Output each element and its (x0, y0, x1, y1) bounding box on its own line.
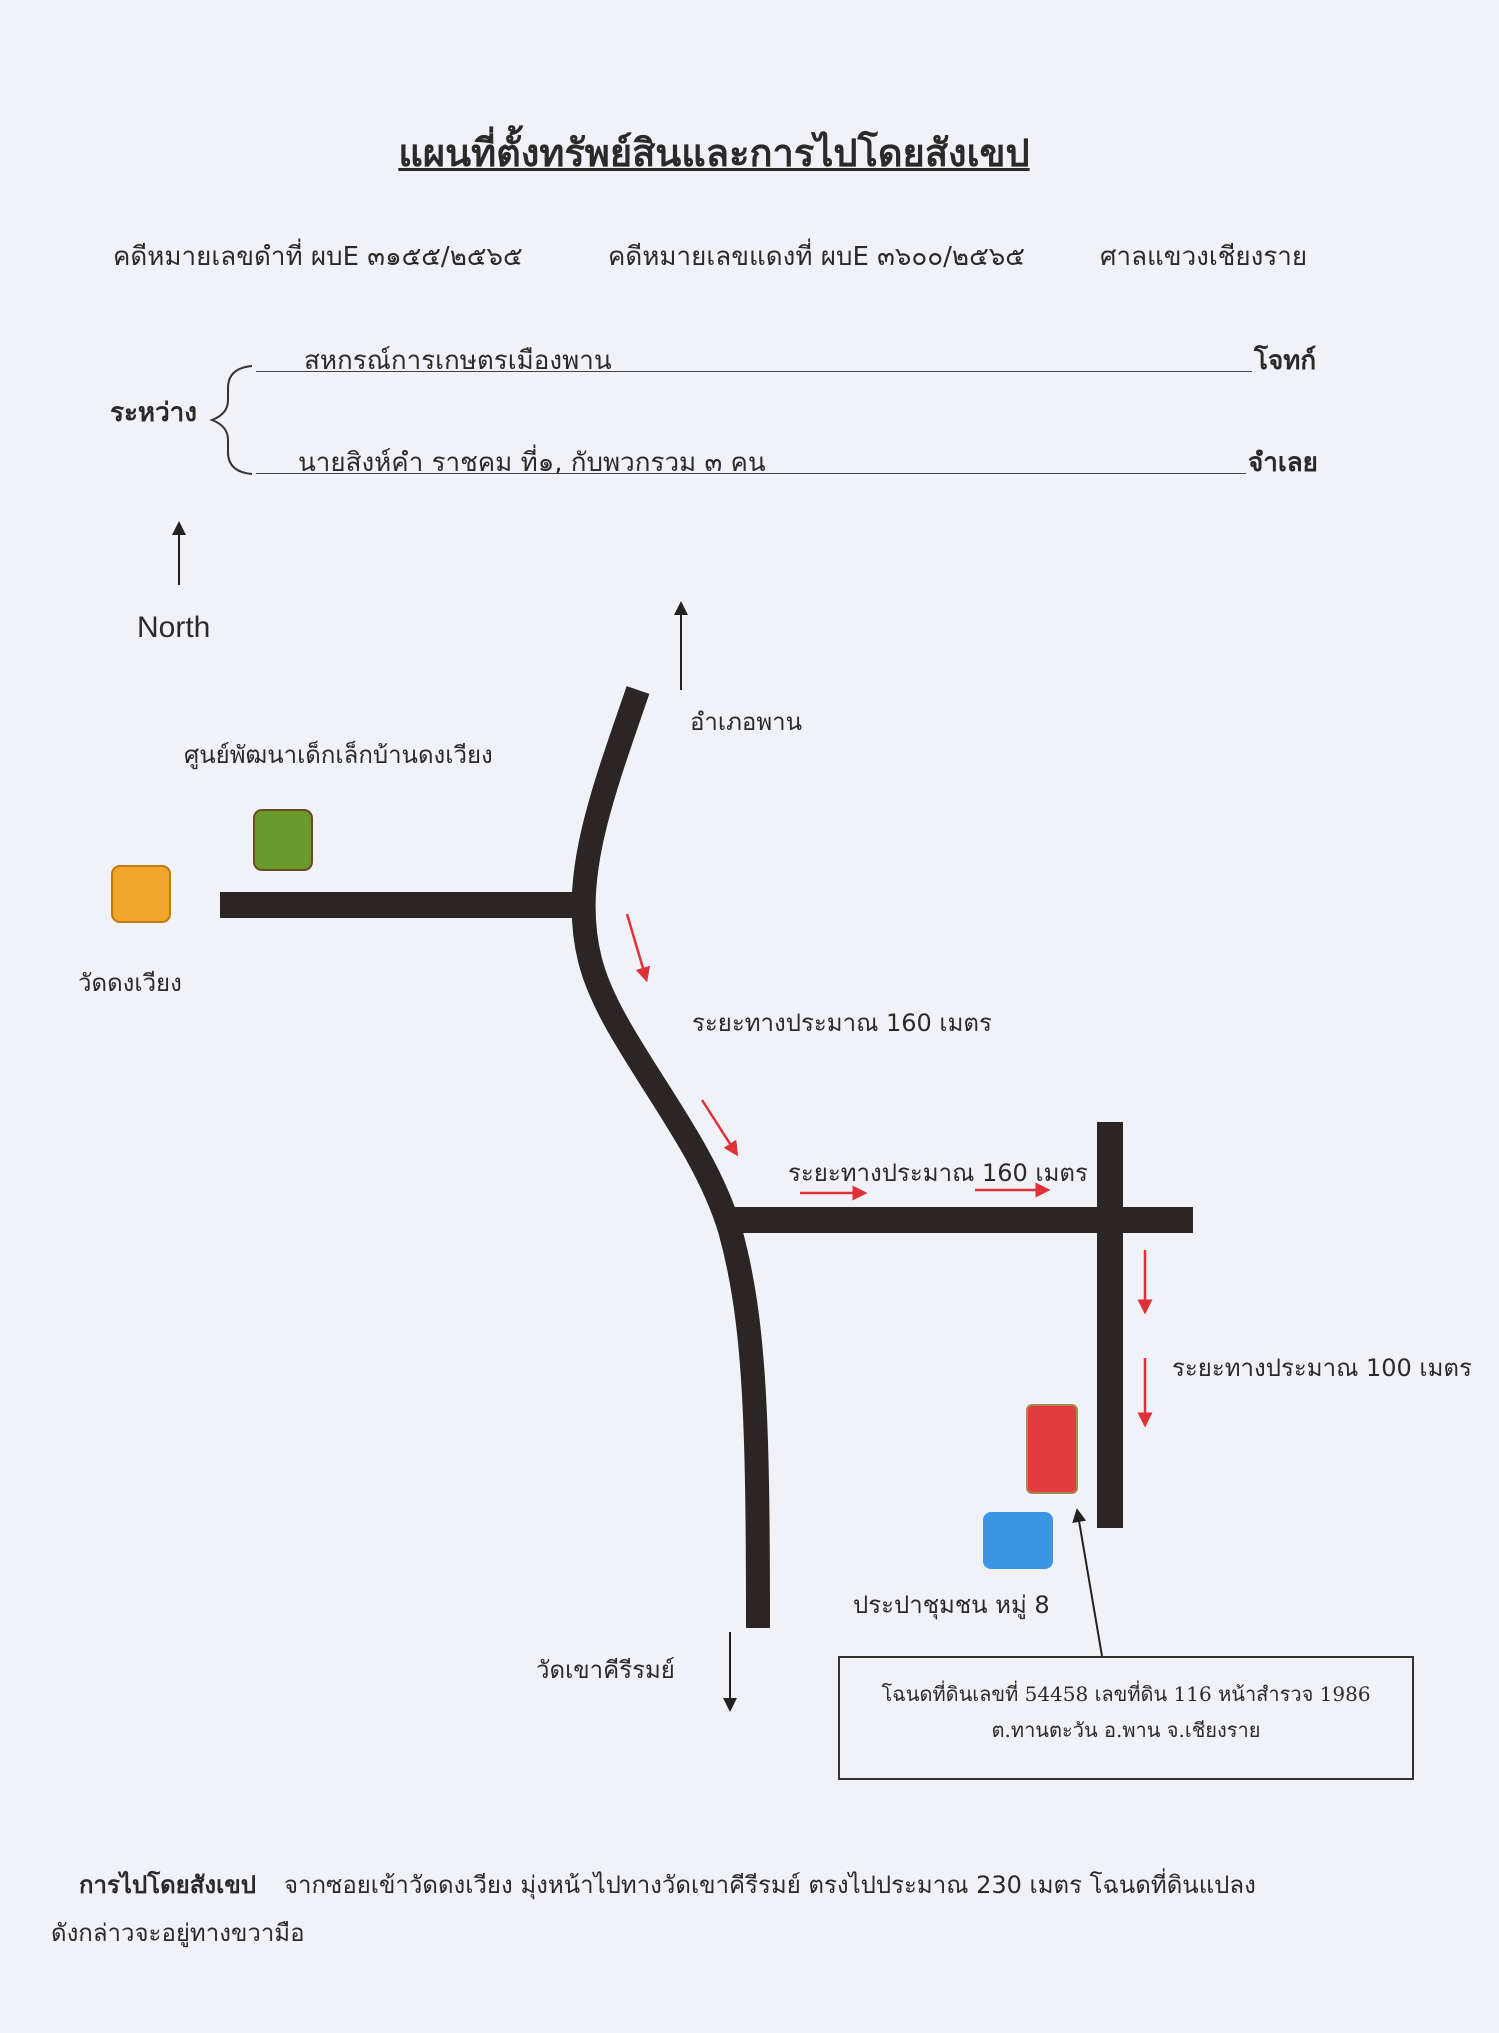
between-label: ระหว่าง (110, 398, 197, 428)
temple-dong-wiang-label: วัดดงเวียง (78, 969, 182, 997)
landmark-child-center (253, 809, 313, 871)
distance-label-2: ระยะทางประมาณ 160 เมตร (788, 1159, 1088, 1187)
main-road (571, 686, 770, 1629)
route-arrows (625, 913, 1153, 1428)
roads (220, 686, 1193, 1629)
north-destination-label: อำเภอพาน (690, 708, 803, 736)
defendant-role: จำเลย (1248, 448, 1318, 478)
deed-note-box: โฉนดที่ดินเลขที่ 54458 เลขที่ดิน 116 หน้… (838, 1656, 1414, 1780)
plaintiff-underline (256, 371, 1252, 372)
distance-label-3: ระยะทางประมาณ 100 เมตร (1172, 1354, 1472, 1382)
landmark-temple-dong-wiang (111, 865, 171, 923)
distance-label-1: ระยะทางประมาณ 160 เมตร (692, 1009, 992, 1037)
directions-text-1: จากซอยเข้าวัดดงเวียง มุ่งหน้าไปทางวัดเขา… (283, 1871, 1256, 1899)
landmark-property (1026, 1404, 1078, 1494)
south-destination-label: วัดเขาคีรีรมย์ (536, 1656, 675, 1684)
page-title: แผนที่ตั้งทรัพย์สินและการไปโดยสังเขป (398, 131, 1030, 175)
waterworks-label: ประปาชุมชน หมู่ 8 (853, 1591, 1050, 1619)
route-arrow-2 (700, 1099, 739, 1157)
route-arrow-1 (625, 913, 651, 983)
black-case-number: คดีหมายเลขดำที่ ผบE ๓๑๕๕/๒๕๖๕ (113, 242, 523, 272)
north-label: North (137, 611, 211, 644)
deed-note-line-1: โฉนดที่ดินเลขที่ 54458 เลขที่ดิน 116 หน้… (881, 1682, 1371, 1706)
directions-text-2: ดังกล่าวจะอยู่ทางขวามือ (51, 1919, 305, 1947)
court-name: ศาลแขวงเชียงราย (1100, 242, 1308, 272)
red-case-number: คดีหมายเลขแดงที่ ผบE ๓๖๐๐/๒๕๖๕ (608, 242, 1025, 272)
directions-line-1: การไปโดยสังเขป จากซอยเข้าวัดดงเวียง มุ่งห… (51, 1865, 1256, 1904)
deed-note-line-2: ต.ทานตะวัน อ.พาน จ.เชียงราย (991, 1718, 1261, 1742)
plaintiff-role: โจทก์ (1254, 346, 1317, 376)
defendant-underline (256, 473, 1246, 474)
child-center-label: ศูนย์พัฒนาเด็กเล็กบ้านดงเวียง (184, 741, 493, 769)
directions-heading: การไปโดยสังเขป (79, 1871, 256, 1899)
deed-pointer (1072, 1508, 1103, 1657)
landmark-waterworks (983, 1512, 1053, 1569)
